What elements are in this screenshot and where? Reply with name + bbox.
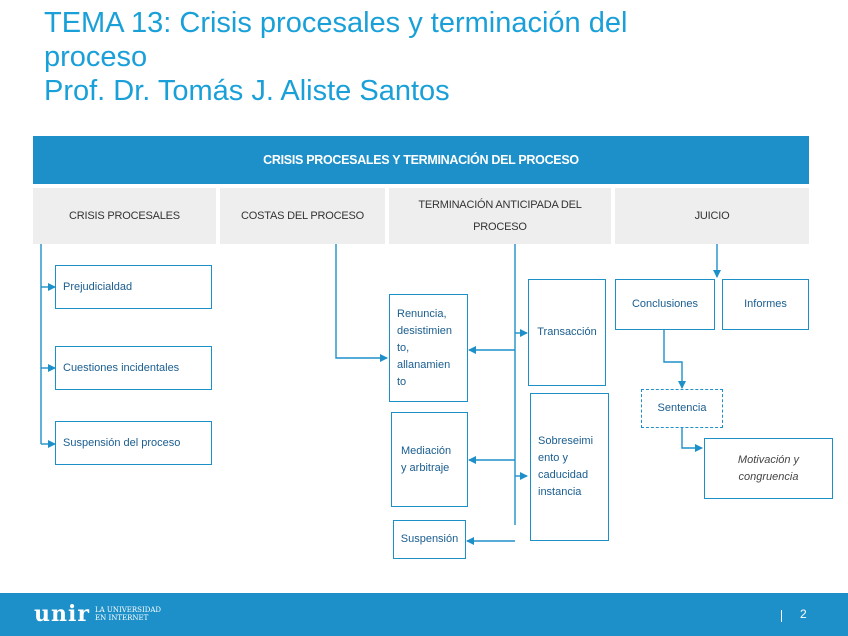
column-costas-proceso: COSTAS DEL PROCESO [220, 188, 385, 244]
logo-tagline-line-2: EN INTERNET [95, 614, 149, 622]
renuncia-line-2: desistimien [397, 324, 453, 337]
box-cuestiones-incidentales: Cuestiones incidentales [55, 346, 212, 390]
renuncia-line-3: to, [397, 341, 410, 354]
box-renuncia-desistimiento-allanamiento: Renuncia, desistimien to, allanamien to [389, 294, 468, 402]
arrow-costas-to-renuncia [335, 244, 388, 362]
footer-bar: unir LA UNIVERSIDAD EN INTERNET 2 [0, 593, 848, 636]
box-mediacion-arbitraje: Mediación y arbitraje [391, 412, 468, 507]
box-suspension: Suspensión [393, 520, 466, 559]
box-suspension-del-proceso: Suspensión del proceso [55, 421, 212, 465]
title-line-3: Prof. Dr. Tomás J. Aliste Santos [44, 75, 450, 107]
column-terminacion-line-1: TERMINACIÓN ANTICIPADA DEL [418, 199, 582, 211]
mediacion-line-2: y arbitraje [401, 461, 450, 474]
motivacion-line-1: Motivación y [737, 453, 800, 466]
renuncia-line-4: allanamien [397, 358, 451, 371]
page-number: 2 [800, 607, 807, 621]
sobreseimiento-line-4: instancia [538, 486, 582, 498]
diagram-banner: CRISIS PROCESALES Y TERMINACIÓN DEL PROC… [33, 136, 809, 184]
renuncia-line-5: to [397, 375, 407, 388]
slide-title: TEMA 13: Crisis procesales y terminación… [44, 6, 824, 108]
motivacion-line-2: congruencia [738, 470, 799, 483]
title-line-2: proceso [44, 41, 148, 73]
logo-tagline-line-1: LA UNIVERSIDAD [95, 606, 161, 614]
page-separator [781, 610, 782, 622]
box-sobreseimiento-caducidad: Sobreseimi ento y caducidad instancia [530, 393, 609, 541]
column-juicio: JUICIO [615, 188, 809, 244]
box-sentencia: Sentencia [641, 389, 723, 428]
sobreseimiento-line-1: Sobreseimi [538, 435, 594, 447]
unir-logo: unir [34, 601, 90, 627]
logo-tagline: LA UNIVERSIDAD EN INTERNET [95, 606, 161, 622]
sobreseimiento-line-2: ento y [538, 452, 568, 464]
column-crisis-procesales: CRISIS PROCESALES [33, 188, 216, 244]
box-motivacion-congruencia: Motivación y congruencia [704, 438, 833, 499]
box-prejudicialidad: Prejudicialdad [55, 265, 212, 309]
arrow-to-sentencia [663, 330, 686, 389]
box-informes: Informes [722, 279, 809, 330]
box-transaccion: Transacción [528, 279, 606, 386]
column-terminacion-anticipada: TERMINACIÓN ANTICIPADA DEL PROCESO [389, 188, 611, 244]
title-line-1: TEMA 13: Crisis procesales y terminación… [44, 7, 628, 39]
box-conclusiones: Conclusiones [615, 279, 715, 330]
sobreseimiento-line-3: caducidad [538, 469, 589, 481]
renuncia-line-1: Renuncia, [397, 307, 447, 320]
column-terminacion-line-2: PROCESO [473, 221, 527, 233]
mediacion-line-1: Mediación [401, 444, 452, 457]
arrow-to-motivacion [681, 428, 703, 452]
